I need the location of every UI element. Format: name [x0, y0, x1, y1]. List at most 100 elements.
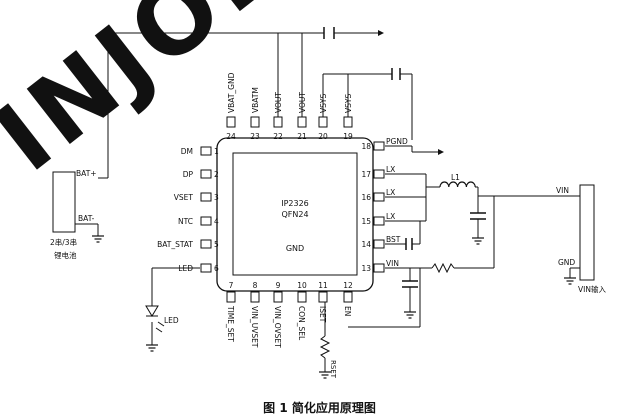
pin-name-6: LED	[178, 264, 193, 273]
vin-connector-gnd-label: GND	[558, 258, 575, 267]
pin-14	[373, 239, 385, 249]
pin-number-7: 7	[229, 281, 234, 290]
arrow-vout	[378, 30, 384, 36]
pin-name-1: DM	[181, 147, 193, 156]
pin-3	[200, 192, 212, 202]
watermark-text: INJOIN	[0, 0, 348, 193]
pin-number-10: 10	[297, 281, 307, 290]
pin-name-4: NTC	[178, 217, 193, 226]
ground-symbol	[92, 235, 104, 243]
ic-part-label: IP2326	[281, 199, 309, 208]
pin-name-8: VIN_UVSET	[250, 306, 259, 348]
ic-body	[216, 137, 374, 292]
pin-22	[273, 116, 283, 128]
pin-12	[343, 291, 353, 303]
pin-20	[318, 116, 328, 128]
pin-number-14: 14	[361, 240, 371, 249]
pin-name-20: VSYS	[319, 94, 328, 113]
battery-type-label: 2串/3串	[50, 238, 77, 247]
resistor-rset	[319, 335, 331, 359]
pin-number-9: 9	[276, 281, 281, 290]
pin-10	[297, 291, 307, 303]
pin-number-12: 12	[343, 281, 353, 290]
pin-4	[200, 216, 212, 226]
pin-name-9: VIN_OVSET	[273, 306, 282, 348]
pin-name-10: CON_SEL	[297, 306, 306, 341]
ground-symbol	[564, 277, 576, 285]
inductor-l1	[439, 181, 476, 188]
pin-11	[318, 291, 328, 303]
battery-chem-label: 锂电池	[54, 250, 77, 260]
pin-5	[200, 239, 212, 249]
pin-number-5: 5	[214, 240, 219, 249]
vin-connector-vin-label: VIN	[556, 186, 569, 195]
pin-24	[226, 116, 236, 128]
pin-number-24: 24	[226, 132, 236, 141]
pin-name-14: BST	[386, 235, 401, 244]
pin-name-11: ISET	[318, 306, 327, 323]
pin-name-23: VBATM	[251, 87, 260, 113]
inductor-label: L1	[451, 173, 460, 182]
ic-thermal-pad	[232, 152, 358, 276]
pin-number-6: 6	[214, 264, 219, 273]
led-label: LED	[164, 316, 179, 325]
pin-name-16: LX	[386, 188, 395, 197]
pin-number-20: 20	[318, 132, 328, 141]
arrow-pgnd	[438, 149, 444, 155]
pin-name-3: VSET	[174, 193, 194, 202]
pin-number-17: 17	[361, 170, 371, 179]
vin-connector-label: VIN输入	[578, 284, 606, 294]
pin-15	[373, 216, 385, 226]
pin-number-23: 23	[250, 132, 260, 141]
ground-symbol	[404, 311, 416, 319]
ground-symbol	[319, 371, 331, 379]
pin-18	[373, 141, 385, 151]
ic-gnd-label: GND	[286, 244, 304, 253]
pin-23	[250, 116, 260, 128]
pin-7	[226, 291, 236, 303]
pin-name-5: BAT_STAT	[157, 240, 193, 249]
battery-block	[52, 171, 76, 233]
pin-number-13: 13	[361, 264, 371, 273]
resistor-vin	[431, 262, 455, 274]
pin-name-2: DP	[183, 170, 194, 179]
ground-symbol	[472, 237, 484, 245]
pin-number-21: 21	[297, 132, 307, 141]
pin-number-16: 16	[361, 193, 371, 202]
pin-19	[343, 116, 353, 128]
led-symbol	[145, 305, 165, 333]
pin-number-15: 15	[361, 217, 371, 226]
pin-16	[373, 192, 385, 202]
pin-name-17: LX	[386, 165, 395, 174]
pin-name-18: PGND	[386, 137, 408, 146]
pin-name-24: VBAT_GND	[227, 72, 236, 113]
pin-name-19: VSYS	[344, 94, 353, 113]
vin-connector	[579, 184, 595, 281]
pin-13	[373, 263, 385, 273]
pin-8	[250, 291, 260, 303]
pin-number-1: 1	[214, 147, 219, 156]
ic-package-label: QFN24	[281, 210, 308, 219]
pin-name-7: TIME_SET	[226, 305, 235, 342]
pin-number-3: 3	[214, 193, 219, 202]
rset-label: RSET	[329, 360, 337, 379]
battery-minus-label: BAT-	[78, 214, 95, 223]
pin-number-18: 18	[361, 142, 371, 151]
pin-17	[373, 169, 385, 179]
pin-name-13: VIN	[386, 259, 399, 268]
pin-name-22: VOUT	[274, 92, 283, 113]
pin-number-8: 8	[253, 281, 258, 290]
pin-9	[273, 291, 283, 303]
pin-number-19: 19	[343, 132, 353, 141]
pin-2	[200, 169, 212, 179]
pin-name-15: LX	[386, 212, 395, 221]
pin-name-21: VOUT	[298, 92, 307, 113]
pin-number-11: 11	[318, 281, 328, 290]
pin-number-22: 22	[273, 132, 283, 141]
battery-plus-label: BAT+	[76, 169, 97, 178]
pin-6	[200, 263, 212, 273]
pin-number-4: 4	[214, 217, 219, 226]
figure-caption: 图 1 简化应用原理图	[263, 401, 376, 415]
pin-name-12: EN	[343, 306, 352, 316]
